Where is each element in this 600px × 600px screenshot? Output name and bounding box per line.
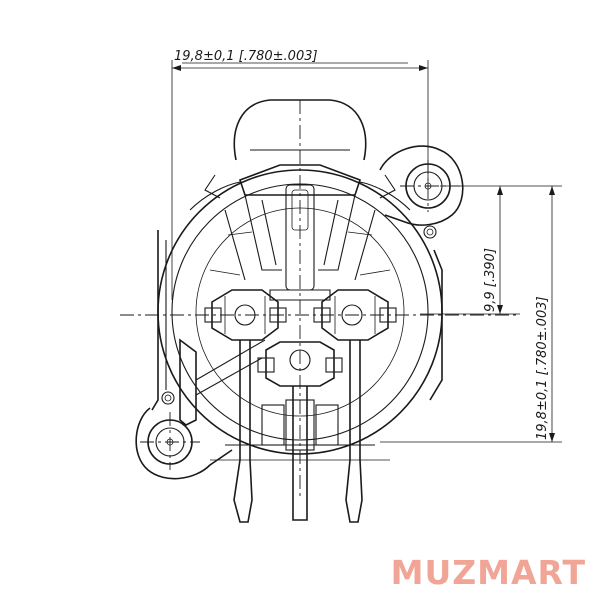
dimension-height: 9,9 [.390] 19,8±0,1 [.780±.003] (380, 185, 562, 443)
contact-pin-left (204, 289, 287, 341)
housing (151, 169, 443, 455)
mounting-ear-top-right (379, 145, 464, 239)
mounting-ear-bottom-left (135, 391, 233, 480)
width-dimension-label: 19,8±0,1 [.780±.003] (174, 49, 318, 64)
lock-lever-left (179, 338, 266, 426)
contact-pin-right (313, 289, 397, 341)
contact-pin-bottom (257, 341, 343, 387)
latch-button (233, 99, 367, 161)
half-height-dimension-label: 9,9 [.390] (483, 248, 498, 312)
height-dimension-label: 19,8±0,1 [.780±.003] (535, 296, 550, 440)
solder-legs (210, 340, 390, 523)
watermark-logo: MUZMART (390, 553, 586, 592)
snap-hooks (189, 174, 411, 211)
dimension-width: 19,8±0,1 [.780±.003] (171, 49, 429, 300)
